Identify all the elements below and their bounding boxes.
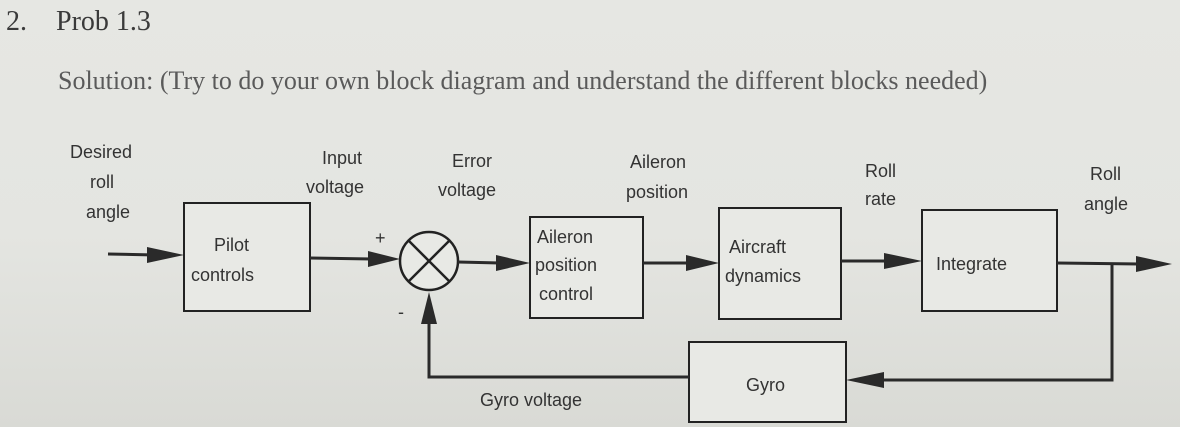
feedback-arrow	[846, 372, 884, 388]
problem-header: 2. Prob 1.3	[6, 6, 151, 38]
solution-instructions: Solution: (Try to do your own block diag…	[58, 66, 988, 95]
feedback-wire	[880, 263, 1114, 382]
aileron-position-signal-label: Aileron position	[626, 152, 691, 202]
aircraft-dynamics-block	[718, 207, 842, 320]
pilot-controls-block	[183, 202, 311, 312]
input-voltage-label: Input voltage	[306, 148, 367, 197]
roll-angle-label: Roll angle	[1084, 164, 1128, 214]
integrate-block	[921, 209, 1058, 312]
plus-sign: +	[375, 228, 386, 248]
input-voltage-arrow	[368, 251, 400, 267]
roll-angle-output-arrow	[1136, 256, 1172, 272]
problem-title: Prob 1.3	[56, 6, 151, 37]
desired-roll-angle-arrow	[147, 247, 184, 263]
minus-sign: -	[398, 302, 404, 322]
error-voltage-label: Error voltage	[438, 151, 497, 200]
gyro-block	[688, 341, 847, 423]
problem-number: 2.	[6, 6, 27, 37]
roll-rate-arrow	[884, 253, 922, 269]
error-voltage-wire	[457, 260, 501, 265]
error-voltage-arrow	[496, 255, 530, 271]
desired-roll-angle-label: Desired roll angle	[70, 142, 137, 222]
summing-junction	[398, 230, 460, 292]
gyro-voltage-label: Gyro voltage	[480, 390, 582, 410]
aileron-position-control-block	[529, 216, 644, 319]
roll-angle-output-wire	[1056, 261, 1141, 266]
input-voltage-wire	[309, 256, 373, 261]
gyro-voltage-arrow	[421, 292, 437, 324]
aileron-position-control-label: Aileron position control	[535, 227, 602, 304]
pilot-controls-label: Pilot controls	[191, 235, 254, 285]
gyro-voltage-wire	[427, 322, 689, 379]
aileron-position-arrow	[686, 255, 719, 271]
aircraft-dynamics-label: Aircraft dynamics	[725, 237, 801, 286]
gyro-label: Gyro	[746, 375, 785, 395]
roll-rate-label: Roll rate	[865, 161, 901, 209]
integrate-label: Integrate	[936, 254, 1007, 274]
